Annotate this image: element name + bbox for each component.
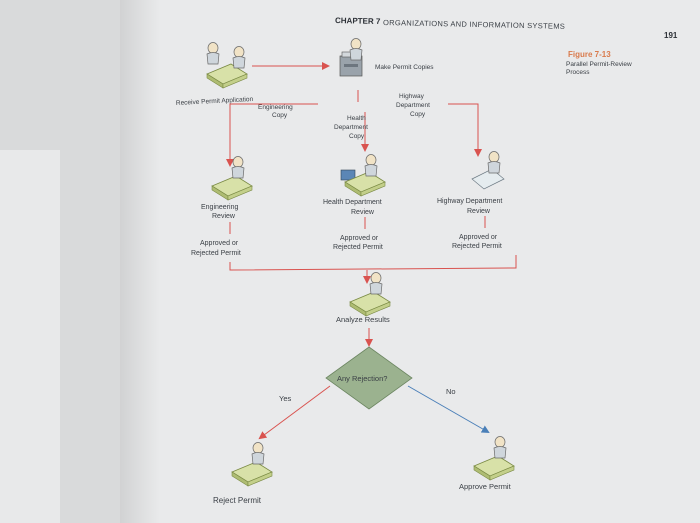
approve-permit-icon [473, 436, 515, 481]
arrow-engineering-copy [226, 103, 318, 167]
page-number: 191 [664, 31, 678, 40]
health-review-icon [340, 154, 386, 197]
highway-copy-line1: Highway [399, 93, 425, 100]
health-review-line1: Health Department [323, 199, 382, 206]
arrow-yes [258, 385, 331, 440]
engineering-review-line2: Review [212, 213, 236, 220]
make-copies-label: Make Permit Copies [375, 64, 434, 71]
figure-caption-line1: Parallel Permit-Review [566, 61, 632, 68]
decision-label: Any Rejection? [337, 374, 387, 383]
copier-icon [339, 38, 363, 77]
book-page [120, 0, 700, 523]
chapter-title: ORGANIZATIONS AND INFORMATION SYSTEMS [383, 18, 565, 31]
highway-result-line2: Rejected Permit [452, 243, 502, 250]
highway-review-line1: Highway Department [437, 198, 502, 205]
health-copy-line1: Health [347, 115, 366, 122]
analyze-results-label: Analyze Results [336, 315, 390, 324]
decision-diamond [325, 346, 413, 410]
highway-copy-line2: Department [396, 102, 430, 109]
analyze-results-icon [349, 272, 391, 317]
health-copy-line2: Department [334, 124, 368, 131]
health-review-line2: Review [351, 209, 375, 216]
engineering-copy-line2: Copy [272, 112, 288, 119]
health-result-line1: Approved or [340, 235, 379, 242]
arrow-highway-copy [448, 103, 482, 157]
arrow-no [407, 385, 490, 433]
figure-caption-line2: Process [566, 69, 590, 76]
health-copy-line3: Copy [349, 133, 365, 140]
figure-number: Figure 7-13 [568, 50, 611, 59]
approve-permit-label: Approve Permit [459, 482, 512, 491]
highway-review-line2: Review [467, 208, 491, 215]
page-gutter-shadow [120, 0, 160, 523]
highway-result-line1: Approved or [459, 234, 498, 241]
chapter-label: CHAPTER 7 [335, 16, 381, 26]
health-result-line2: Rejected Permit [333, 244, 383, 251]
merge-line [229, 255, 517, 271]
reject-permit-icon [231, 442, 273, 487]
engineering-result-line1: Approved or [200, 240, 239, 247]
receive-application-icon [206, 42, 248, 89]
no-label: No [446, 387, 456, 396]
highway-review-icon [471, 151, 505, 190]
receive-application-label: Receive Permit Application [176, 96, 254, 107]
reject-permit-label: Reject Permit [213, 496, 262, 505]
yes-label: Yes [279, 394, 291, 403]
engineering-result-line2: Rejected Permit [191, 250, 241, 257]
engineering-review-icon [211, 156, 253, 201]
engineering-review-line1: Engineering [201, 204, 238, 211]
left-page-edge [0, 150, 60, 523]
engineering-copy-line1: Engineering [258, 104, 293, 111]
highway-copy-line3: Copy [410, 111, 426, 118]
